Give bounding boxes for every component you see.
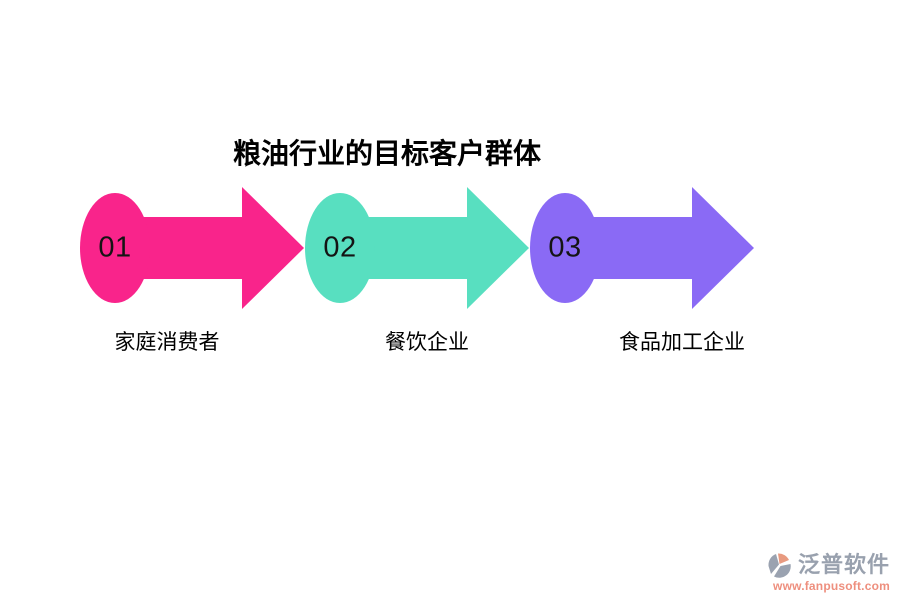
step-label-1: 家庭消费者	[114, 331, 220, 354]
step-number-2: 02	[323, 231, 357, 264]
fanpu-logo-icon	[768, 553, 791, 578]
fanpu-logo-url: www.fanpusoft.com	[773, 579, 890, 593]
arrow-shape-3	[530, 187, 754, 309]
step-label-2: 餐饮企业	[385, 331, 469, 354]
diagram-title: 粮油行业的目标客户群体	[232, 138, 541, 169]
step-item-2: 02	[303, 178, 533, 318]
step-label-3: 食品加工企业	[619, 331, 745, 354]
step-item-3: 03	[528, 178, 758, 318]
step-number-1: 01	[98, 231, 132, 264]
arrow-shape-1	[80, 187, 304, 309]
arrow-shape-2	[305, 187, 529, 309]
fanpu-watermark: 泛普软件 www.fanpusoft.com	[766, 552, 890, 593]
fanpu-logo-text: 泛普软件	[797, 552, 890, 577]
fanpu-logo-row: 泛普软件	[766, 552, 890, 578]
step-number-3: 03	[548, 231, 582, 264]
step-item-1: 01	[78, 178, 308, 318]
